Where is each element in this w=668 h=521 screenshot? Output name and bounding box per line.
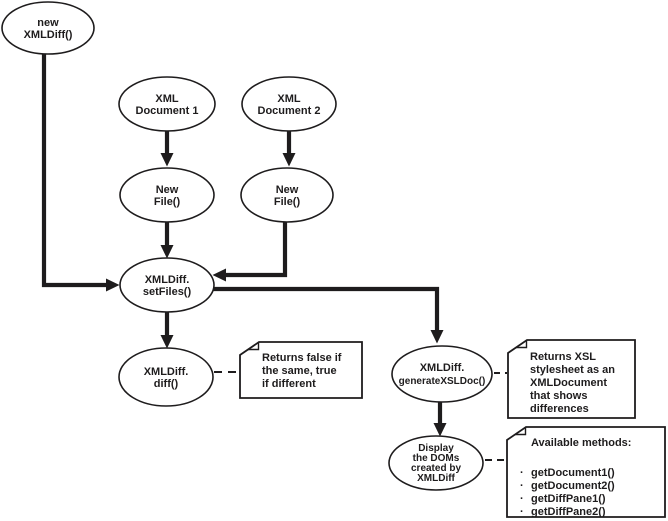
node-new-file-1-shape [119, 167, 215, 223]
node-xml-document-2-line-2: Document 2 [258, 105, 321, 117]
node-setfiles-line-2: setFiles() [143, 286, 192, 298]
note-methods-bullet-1: · [520, 467, 524, 479]
node-xml-document-2: XML Document 2 [241, 76, 337, 132]
node-new-file-1-line-2: File() [154, 196, 181, 208]
arrow-newfile2-to-setfiles [212, 222, 288, 282]
node-diff-shape [118, 347, 214, 407]
note-xsl-line-5: differences [530, 403, 589, 415]
node-new-xmldiff: new XMLDiff() [1, 1, 95, 55]
node-display-doms-line-2: the DOMs [413, 453, 460, 464]
node-setfiles-line-1: XMLDiff. [145, 274, 190, 286]
node-display-doms: Display the DOMs created by XMLDiff [388, 435, 484, 491]
node-xml-document-1-line-1: XML [155, 93, 179, 105]
note-methods-title: Available methods: [531, 437, 631, 449]
node-new-file-1: New File() [119, 167, 215, 223]
note-methods: Available methods: · getDocument1() · ge… [506, 426, 666, 518]
node-display-doms-shape [388, 435, 484, 491]
note-diff-fold-icon [248, 342, 260, 351]
note-xsl-shape [507, 339, 636, 419]
note-xsl-line-2: stylesheet as an [530, 364, 615, 376]
node-setfiles-shape [119, 257, 215, 313]
note-diff-shape [239, 341, 363, 399]
node-new-file-1-line-1: New [156, 184, 179, 196]
note-methods-bullet-4: · [520, 506, 524, 518]
node-diff-line-2: diff() [154, 378, 179, 390]
node-generate-xsl-doc: XMLDiff. generateXSLDoc() [391, 345, 493, 403]
note-diff-line-3: if different [262, 378, 316, 390]
note-diff-line-1: Returns false if [262, 352, 342, 364]
node-xml-document-2-line-1: XML [277, 93, 301, 105]
node-new-xmldiff-line-1: new [37, 17, 59, 29]
node-generate-xsl-doc-shape [391, 345, 493, 403]
node-new-file-2-line-1: New [276, 184, 299, 196]
note-methods-bullet-2: · [520, 480, 524, 492]
note-diff-line-2: the same, true [262, 365, 337, 377]
note-methods-item-4: getDiffPane2() [531, 506, 606, 518]
node-display-doms-line-1: Display [418, 443, 454, 454]
note-methods-item-1: getDocument1() [531, 467, 615, 479]
note-xsl-line-4: that shows [530, 390, 587, 402]
note-methods-fold-icon [515, 427, 527, 436]
node-new-file-2-line-2: File() [274, 196, 301, 208]
node-diff: XMLDiff. diff() [118, 347, 214, 407]
note-methods-bullet-3: · [520, 493, 524, 505]
node-new-file-2-shape [240, 167, 334, 223]
node-xml-document-1-line-2: Document 1 [136, 105, 199, 117]
node-new-xmldiff-line-2: XMLDiff() [24, 29, 73, 41]
note-xsl: Returns XSL stylesheet as an XMLDocument… [507, 339, 636, 419]
note-xsl-fold-icon [516, 340, 528, 349]
note-methods-item-3: getDiffPane1() [531, 493, 606, 505]
arrow-setfiles-to-generatexsldoc [213, 286, 444, 344]
node-xml-document-1-shape [118, 76, 216, 132]
node-display-doms-line-3: created by [411, 463, 461, 474]
node-diff-line-1: XMLDiff. [144, 366, 189, 378]
node-generate-xsl-doc-line-1: XMLDiff. [420, 362, 465, 374]
node-xml-document-2-shape [241, 76, 337, 132]
note-xsl-line-3: XMLDocument [530, 377, 607, 389]
note-xsl-line-1: Returns XSL [530, 351, 596, 363]
note-methods-item-2: getDocument2() [531, 480, 615, 492]
arrow-new-xmldiff-to-setfiles [41, 54, 120, 292]
note-methods-shape [506, 426, 666, 518]
node-xml-document-1: XML Document 1 [118, 76, 216, 132]
note-diff: Returns false if the same, true if diffe… [239, 341, 363, 399]
node-display-doms-line-4: XMLDiff [417, 473, 455, 484]
node-setfiles: XMLDiff. setFiles() [119, 257, 215, 313]
node-generate-xsl-doc-line-2: generateXSLDoc() [399, 376, 486, 387]
node-new-file-2: New File() [240, 167, 334, 223]
node-new-xmldiff-shape [1, 1, 95, 55]
